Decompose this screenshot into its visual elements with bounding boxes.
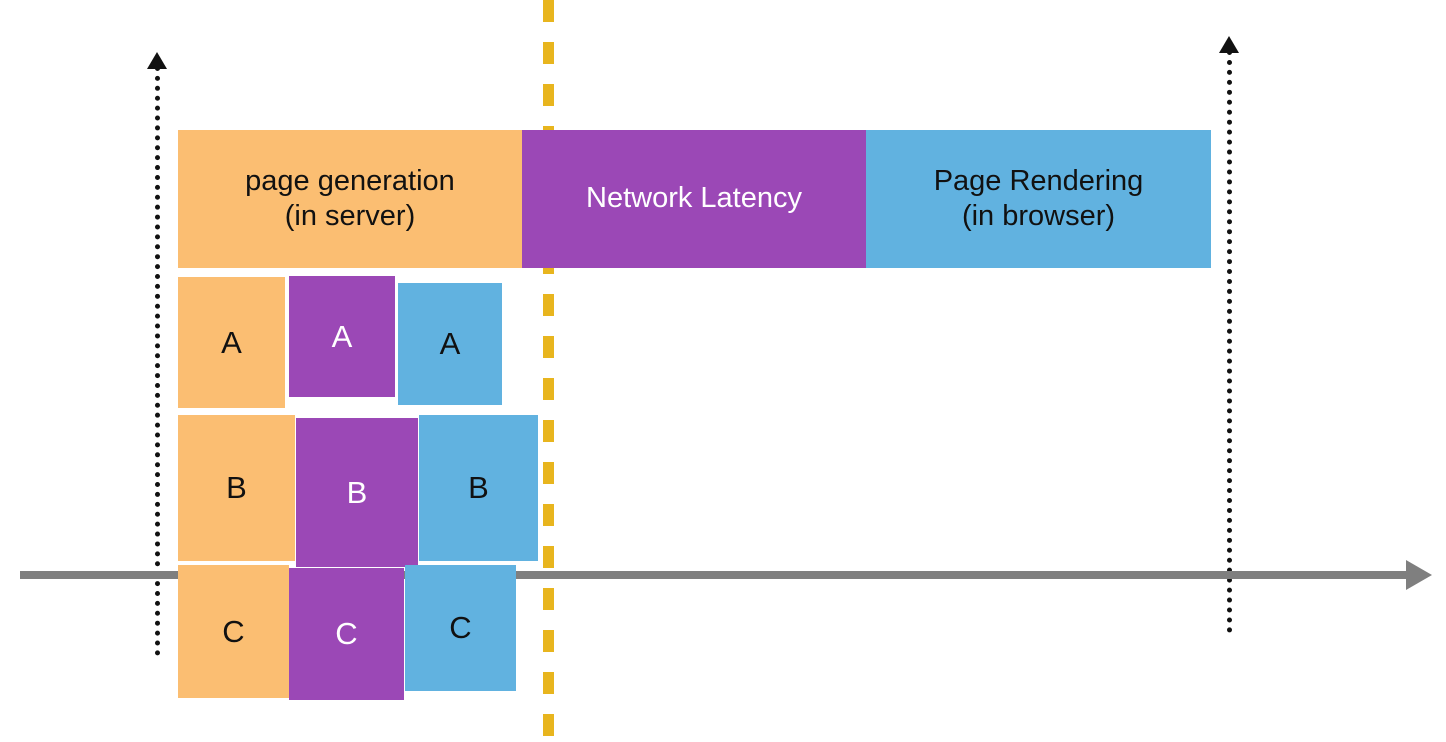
split-marker-line xyxy=(543,0,554,742)
request-b-network-latency-block[interactable]: B xyxy=(296,418,418,567)
request-c-network-latency-block[interactable]: C xyxy=(289,568,404,700)
right-guide-line xyxy=(1227,50,1232,633)
right-guide-arrowhead xyxy=(1219,36,1239,53)
summary-segment-page-generation[interactable]: page generation (in server) xyxy=(178,130,522,268)
request-b-page-rendering-block[interactable]: B xyxy=(419,415,538,561)
request-c-page-rendering-block[interactable]: C xyxy=(405,565,516,691)
request-a-page-rendering-block[interactable]: A xyxy=(398,283,502,405)
request-c-page-generation-block[interactable]: C xyxy=(178,565,289,698)
left-guide-line xyxy=(155,66,160,656)
time-axis-arrowhead xyxy=(1406,560,1432,590)
summary-segment-network-latency[interactable]: Network Latency xyxy=(522,130,866,268)
time-axis-line xyxy=(20,571,1410,579)
request-b-page-generation-block[interactable]: B xyxy=(178,415,295,561)
request-a-network-latency-block[interactable]: A xyxy=(289,276,395,397)
summary-segment-page-rendering[interactable]: Page Rendering (in browser) xyxy=(866,130,1211,268)
left-guide-arrowhead xyxy=(147,52,167,69)
request-a-page-generation-block[interactable]: A xyxy=(178,277,285,408)
